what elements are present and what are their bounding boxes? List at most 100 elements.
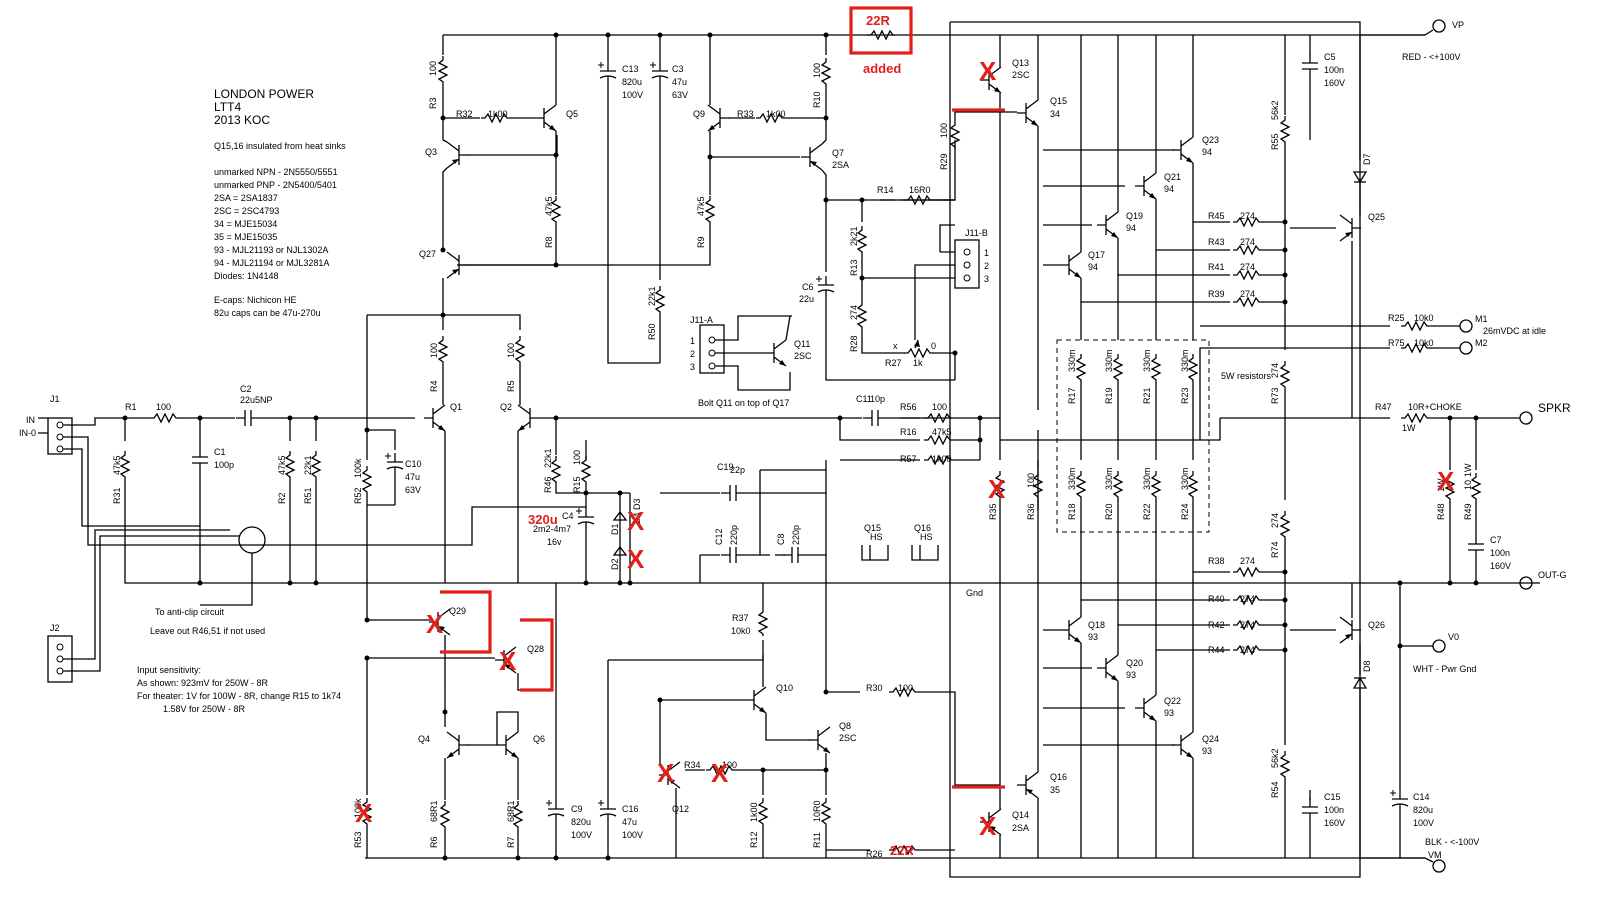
svg-text:2SA: 2SA [1012,823,1029,833]
svg-text:10k0: 10k0 [1414,338,1434,348]
v0-desc: WHT - Pwr Gnd [1413,664,1476,674]
svg-text:D8: D8 [1362,660,1372,672]
heatsink-markers [861,545,939,561]
svg-text:34: 34 [1050,109,1060,119]
svg-text:R35: R35 [988,503,998,520]
svg-text:R10: R10 [812,91,822,108]
svg-text:Q13: Q13 [1012,58,1029,68]
svg-text:94: 94 [1088,262,1098,272]
svg-text:330m: 330m [1104,349,1114,372]
svg-text:R53: R53 [353,831,363,848]
svg-text:820u: 820u [571,817,591,827]
svg-text:47k5: 47k5 [544,196,554,216]
svg-text:Q25: Q25 [1368,212,1385,222]
svg-text:Q28: Q28 [527,644,544,654]
svg-text:R40: R40 [1208,594,1225,604]
svg-text:10k0: 10k0 [731,626,751,636]
svg-text:As shown: 923mV for 250W - 8R: As shown: 923mV for 250W - 8R [137,678,269,688]
remove-q13-mark: X [979,56,997,86]
svg-text:C14: C14 [1413,792,1430,802]
svg-text:2k21: 2k21 [849,226,859,246]
note: E-caps: Nichicon HE [214,295,297,305]
svg-text:100V: 100V [622,90,643,100]
notes-block: Q15,16 insulated from heat sinks unmarke… [214,141,346,318]
svg-text:93: 93 [1202,746,1212,756]
svg-text:R46: R46 [543,476,553,493]
svg-text:93: 93 [1164,708,1174,718]
svg-text:C6: C6 [802,282,814,292]
note: unmarked PNP - 2N5400/5401 [214,180,337,190]
svg-text:100: 100 [812,63,822,78]
svg-text:274: 274 [1240,620,1255,630]
svg-text:C12: C12 [714,528,724,545]
svg-text:1k00: 1k00 [749,802,759,822]
svg-text:274: 274 [1270,513,1280,528]
svg-text:56k2: 56k2 [1270,100,1280,120]
sensitivity-note: Input sensitivity: As shown: 923mV for 2… [137,665,341,714]
remove-q12-mark: X [657,758,675,788]
svg-text:274: 274 [1270,363,1280,378]
svg-text:100V: 100V [622,830,643,840]
svg-text:2: 2 [690,349,695,359]
svg-text:10p: 10p [870,394,885,404]
m-desc: 26mVDC at idle [1483,326,1546,336]
svg-text:820u: 820u [1413,805,1433,815]
svg-text:C11: C11 [856,394,872,404]
supply-caps-top [597,32,669,364]
svg-text:D4: D4 [632,512,642,524]
svg-text:R54: R54 [1270,781,1280,798]
svg-text:Leave out R46,51 if not used: Leave out R46,51 if not used [150,626,265,636]
svg-text:1k00: 1k00 [932,454,952,464]
svg-text:22p: 22p [730,465,745,475]
vas-lower [608,583,1000,858]
svg-text:330m: 330m [1142,467,1152,490]
remove-q29-mark: X [426,609,444,639]
svg-text:R3: R3 [428,97,438,109]
svg-text:R38: R38 [1208,556,1225,566]
svg-text:R30: R30 [866,683,883,693]
j1-label: J1 [50,394,60,404]
bias-network [699,195,980,391]
modifications-overlay [440,6,1005,789]
svg-text:68R1: 68R1 [506,800,516,822]
svg-text:R8: R8 [544,236,554,248]
svg-text:47u: 47u [672,77,687,87]
svg-text:R44: R44 [1208,645,1225,655]
svg-text:R74: R74 [1270,541,1280,558]
svg-text:Q5: Q5 [566,109,578,119]
svg-text:100: 100 [156,402,171,412]
svg-text:R18: R18 [1067,503,1077,520]
svg-text:R75: R75 [1388,338,1405,348]
vp-desc: RED - <+100V [1402,52,1461,62]
svg-text:330m: 330m [1180,349,1190,372]
svg-text:R25: R25 [1388,313,1405,323]
svg-text:J11-A: J11-A [690,315,713,325]
vm-label: VM [1428,850,1442,860]
lower-left-stage [362,505,617,861]
remove-d4-mark: X [627,544,645,574]
svg-text:R21: R21 [1142,387,1152,404]
svg-text:274: 274 [1240,556,1255,566]
svg-text:100k: 100k [353,458,363,478]
svg-text:Q22: Q22 [1164,696,1181,706]
svg-text:330m: 330m [1067,349,1077,372]
svg-text:Q17: Q17 [1088,250,1105,260]
svg-text:R57: R57 [900,454,917,464]
feedback-network [660,409,1000,692]
note: 82u caps can be 47u-270u [214,308,321,318]
svg-text:C3: C3 [672,64,684,74]
driver-stage [979,35,1043,858]
remove-r53-mark: X [355,798,373,828]
svg-text:274: 274 [1240,262,1255,272]
svg-text:94: 94 [1164,184,1174,194]
svg-text:820u: 820u [622,77,642,87]
svg-text:C4: C4 [562,511,574,521]
svg-text:274: 274 [1240,211,1255,221]
outg-label: OUT-G [1538,570,1567,580]
svg-text:R17: R17 [1067,387,1077,404]
svg-text:22k1: 22k1 [647,286,657,306]
svg-text:C8: C8 [776,533,786,545]
svg-text:2: 2 [984,261,989,271]
svg-text:Q27: Q27 [419,249,436,259]
svg-text:R13: R13 [849,259,859,276]
